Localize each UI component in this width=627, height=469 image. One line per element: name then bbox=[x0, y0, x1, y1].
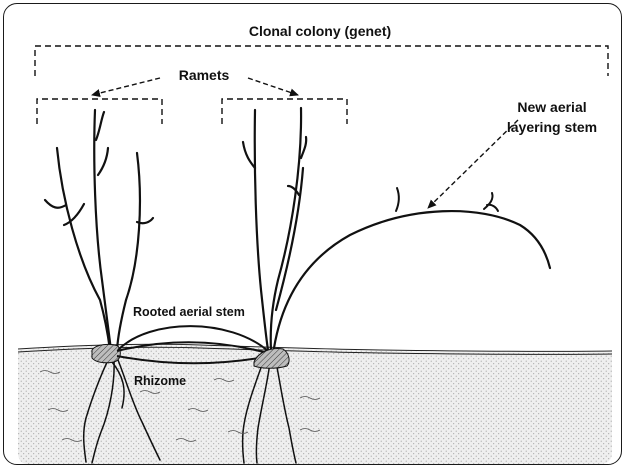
layering-stem bbox=[274, 211, 550, 348]
left-rhizome-knot bbox=[92, 344, 120, 362]
clonal-colony-label: Clonal colony (genet) bbox=[249, 23, 391, 39]
ramet-bracket-left bbox=[37, 99, 162, 124]
ramets-label: Ramets bbox=[179, 67, 230, 83]
rhizome-label: Rhizome bbox=[134, 374, 186, 388]
new-stem-arrow bbox=[428, 120, 518, 208]
rooted-aerial-stem-label: Rooted aerial stem bbox=[133, 305, 245, 319]
colony-bracket bbox=[35, 46, 608, 76]
ramets-arrow-left bbox=[92, 78, 160, 95]
layering-stem-twig-1 bbox=[396, 188, 399, 211]
new-aerial-label-line1: New aerial bbox=[517, 99, 586, 115]
ramet-bracket-right bbox=[222, 99, 347, 124]
new-aerial-label-line2: layering stem bbox=[507, 119, 597, 135]
right-ramet-stems bbox=[243, 108, 306, 350]
ramets-arrow-right bbox=[248, 78, 298, 95]
layering-stem-twig-2 bbox=[484, 193, 498, 211]
